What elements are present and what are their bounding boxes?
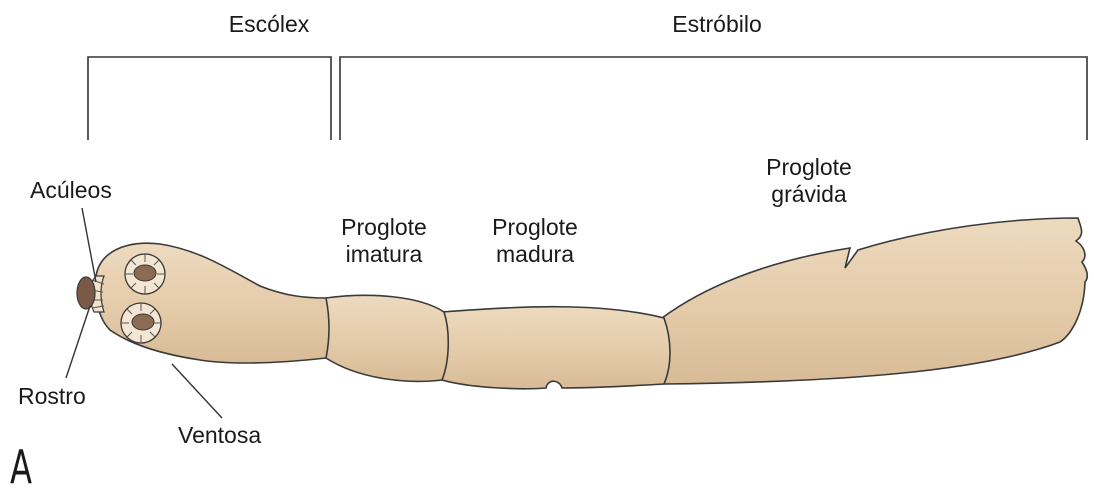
hooks-label: Acúleos	[30, 177, 112, 204]
gravid-proglottid-shape	[662, 218, 1087, 384]
rostellum-label: Rostro	[18, 383, 86, 410]
upper-sucker	[125, 254, 165, 294]
panel-letter: A	[10, 444, 32, 490]
strobila-bracket	[340, 57, 1087, 140]
immature-proglottid-label: Proglote imatura	[341, 214, 427, 268]
hooks-leader	[82, 208, 96, 282]
lower-sucker	[121, 303, 161, 343]
mature-proglottid-label: Proglote madura	[492, 214, 578, 268]
sucker-leader	[172, 364, 222, 418]
rostellum-leader	[66, 306, 90, 378]
mature-proglottid-shape	[438, 307, 671, 389]
immature-proglottid-shape	[323, 295, 448, 381]
strobila-label: Estróbilo	[672, 11, 761, 38]
gravid-proglottid-label: Proglote grávida	[766, 154, 852, 208]
scolex-bracket	[88, 57, 331, 140]
rostellum-shape	[77, 277, 95, 309]
scolex-label: Escólex	[229, 11, 310, 38]
sucker-label: Ventosa	[178, 422, 261, 449]
